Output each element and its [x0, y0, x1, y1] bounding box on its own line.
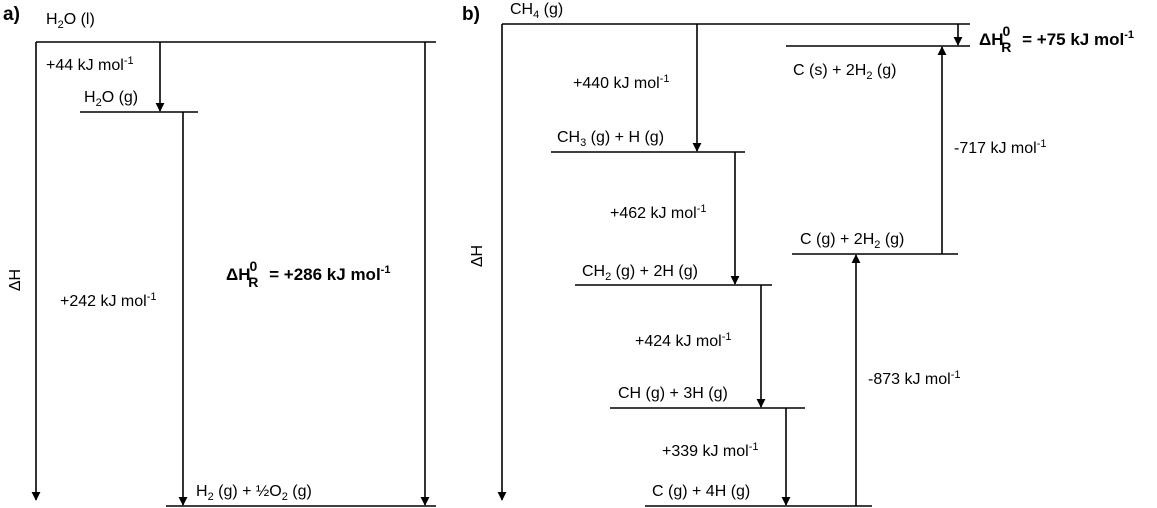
- label-c-2h2: C (g) + 2H2 (g): [800, 231, 904, 251]
- label-ch4: CH4 (g): [510, 1, 563, 21]
- panel-a-axis-label: ΔH: [7, 269, 24, 291]
- label-h2o-gas: H2O (g): [84, 89, 138, 109]
- label-step-339: +339 kJ mol-1: [662, 441, 759, 460]
- label-c-4h: C (g) + 4H (g): [652, 483, 750, 500]
- label-step-424: +424 kJ mol-1: [635, 331, 732, 350]
- label-step-717: -717 kJ mol-1: [954, 138, 1046, 157]
- panel-b: b) ΔH CH4 (g) C (s) + 2H2 (g) CH3 (g) + …: [462, 1, 1134, 507]
- label-h2-o2: H2 (g) + ½O2 (g): [196, 483, 312, 503]
- panel-a: a) ΔH H2O (l) H2O (g) H2 (g) + ½O2 (g) +…: [3, 4, 436, 507]
- label-cs-2h2: C (s) + 2H2 (g): [793, 62, 896, 82]
- label-ch2-2h: CH2 (g) + 2H (g): [582, 263, 698, 283]
- label-step-873: -873 kJ mol-1: [868, 369, 960, 388]
- label-h2o-liquid: H2O (l): [46, 11, 95, 31]
- label-ch-3h: CH (g) + 3H (g): [618, 385, 728, 402]
- label-step-44: +44 kJ mol-1: [46, 55, 134, 74]
- panel-b-label: b): [462, 4, 480, 25]
- panel-b-axis-label: ΔH: [469, 245, 486, 267]
- label-step-440: +440 kJ mol-1: [573, 73, 670, 92]
- label-ch3-h: CH3 (g) + H (g): [557, 129, 664, 149]
- label-step-462: +462 kJ mol-1: [610, 203, 707, 222]
- label-step-242: +242 kJ mol-1: [60, 291, 157, 310]
- panel-a-label: a): [3, 4, 20, 25]
